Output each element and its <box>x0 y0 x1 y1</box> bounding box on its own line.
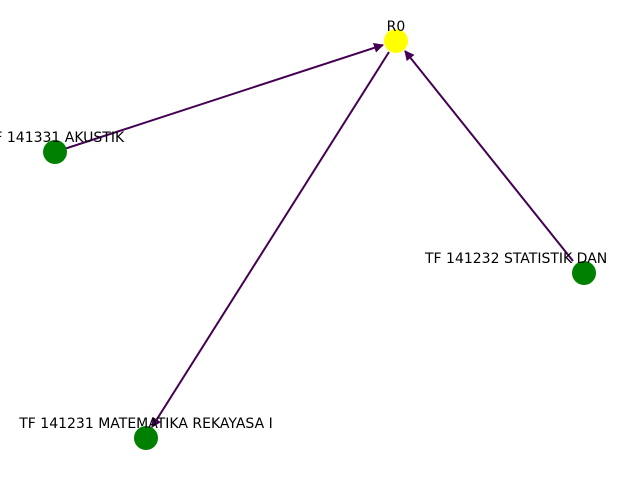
node-label-r0: R0 <box>387 19 406 35</box>
labels-layer: R0 TF 141331 AKUSTIK TF 141232 STATISTIK… <box>0 19 607 432</box>
edge-r0-to-matematika <box>151 51 390 428</box>
node-statistik[interactable] <box>572 261 596 285</box>
node-r0[interactable] <box>384 29 408 53</box>
edge-akustik-to-r0 <box>54 43 384 153</box>
node-akustik[interactable] <box>43 140 67 164</box>
nodes-layer <box>43 29 596 450</box>
node-label-matematika: TF 141231 MATEMATIKA REKAYASA I <box>18 416 272 432</box>
edges-layer <box>54 43 574 428</box>
node-label-statistik: TF 141232 STATISTIK DAN <box>424 251 607 267</box>
node-matematika[interactable] <box>134 426 158 450</box>
node-label-akustik: TF 141331 AKUSTIK <box>0 130 125 146</box>
edge-statistik-to-r0 <box>404 50 574 262</box>
